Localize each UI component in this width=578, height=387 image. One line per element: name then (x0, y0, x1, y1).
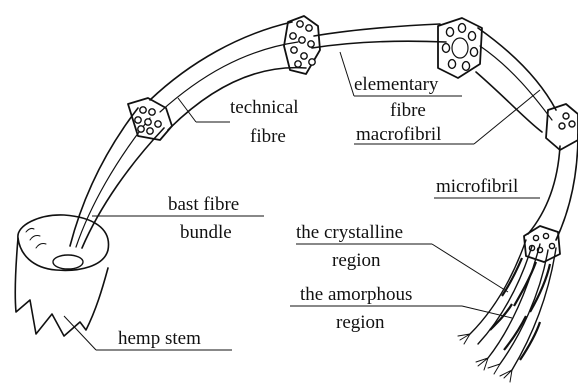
elementary-fibre-segment (312, 18, 482, 78)
microfibril-cross-section (529, 233, 554, 252)
label-bast-line2: bundle (180, 222, 232, 243)
label-amorphous-line2: region (336, 312, 385, 333)
labels: technical fibre elementary fibre macrofi… (118, 74, 518, 349)
bast-fibre-bundle-segment (70, 98, 172, 248)
label-technical-line2: fibre (250, 126, 286, 147)
macrofibril-segment (476, 28, 578, 150)
leader-lines (64, 52, 540, 350)
technical-cross-section-holes (290, 21, 315, 67)
label-microfibril: microfibril (436, 176, 518, 197)
label-technical-line1: technical (230, 97, 299, 118)
label-bast-line1: bast fibre (168, 194, 239, 215)
stem-pith-ellipse (53, 255, 83, 269)
label-elementary-line1: elementary (354, 74, 439, 95)
bundle-cross-section-holes (135, 107, 161, 134)
label-crystalline-line2: region (332, 250, 381, 271)
label-hemp-stem: hemp stem (118, 328, 201, 349)
label-crystalline-line1: the crystalline (296, 222, 403, 243)
label-macrofibril: macrofibril (356, 124, 441, 145)
macrofibril-cross-section (559, 113, 575, 129)
elementary-cross-section (442, 24, 477, 71)
label-elementary-line2: fibre (390, 100, 426, 121)
label-amorphous-line1: the amorphous (300, 284, 412, 305)
hemp-stem (15, 215, 108, 336)
